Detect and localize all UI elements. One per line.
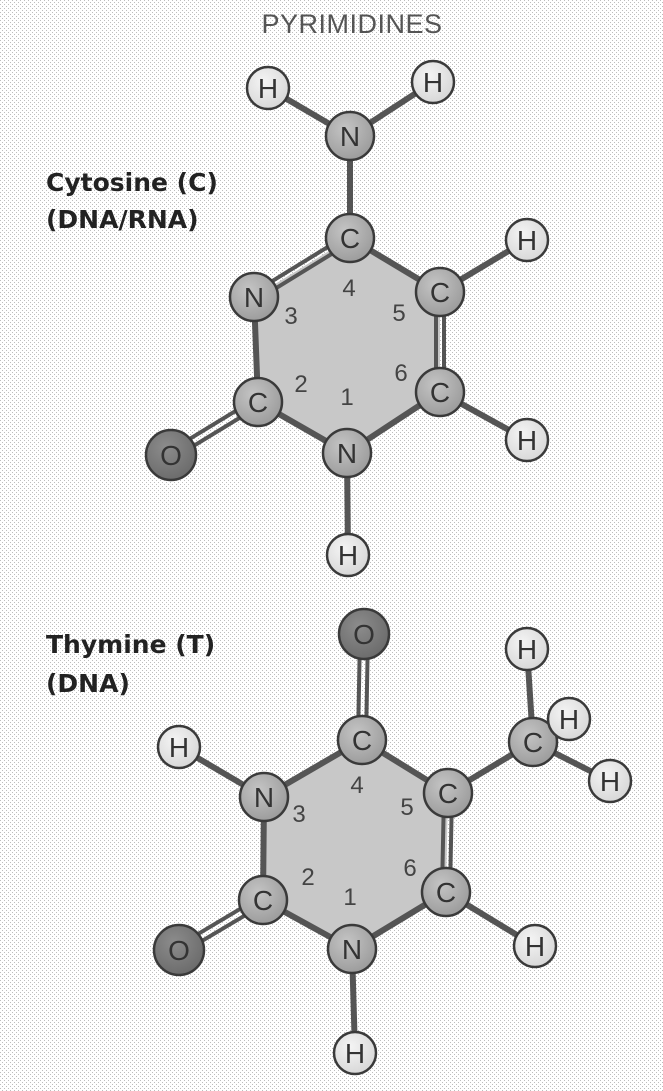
carbon-atom-C5: C [414, 266, 466, 318]
atom-symbol: H [525, 931, 545, 962]
hydrogen-atom-H_methyl_mid: H [546, 696, 592, 742]
atom-symbol: N [244, 282, 264, 313]
oxygen-atom-O2: O [152, 923, 206, 977]
atom-symbol: O [160, 440, 182, 471]
atom-symbol: H [423, 67, 443, 98]
nitrogen-atom-N1: N [326, 923, 378, 975]
hydrogen-atom-H6: H [504, 417, 550, 463]
atom-symbol: C [436, 877, 456, 908]
ring-position-6: 6 [403, 855, 416, 882]
ring-fill [263, 740, 448, 949]
atom-symbol: N [342, 934, 362, 965]
atom-symbol: N [340, 121, 360, 152]
carbon-atom-C2: C [237, 874, 289, 926]
ring-position-1: 1 [340, 384, 353, 411]
ring-position-3: 3 [284, 303, 297, 330]
ring-position-6: 6 [394, 360, 407, 387]
ring-fill [254, 238, 440, 453]
carbon-atom-C5: C [422, 767, 474, 819]
ring-position-1: 1 [343, 884, 356, 911]
carbon-atom-C6: C [420, 866, 472, 918]
atom-symbol: C [352, 725, 372, 756]
hydrogen-atom-H_methyl_top: H [504, 626, 550, 672]
hydrogen-atom-H5: H [504, 217, 550, 263]
atom-symbol: N [254, 782, 274, 813]
oxygen-atom-O4: O [337, 607, 391, 661]
hydrogen-atom-H3: H [156, 724, 202, 770]
carbon-atom-C2: C [232, 376, 284, 428]
ring-position-5: 5 [400, 794, 413, 821]
oxygen-atom-O2: O [144, 428, 198, 482]
atom-symbol: H [517, 225, 537, 256]
atom-symbol: C [253, 885, 273, 916]
atom-symbol: C [438, 778, 458, 809]
nitrogen-atom-N3: N [238, 771, 290, 823]
hydrogen-atom-H_amine_right: H [410, 59, 456, 105]
carbon-atom-C_methyl: C [507, 716, 559, 768]
cytosine-usage: (DNA/RNA) [46, 205, 199, 234]
atom-symbol: H [517, 425, 537, 456]
carbon-atom-C4: C [324, 212, 376, 264]
atom-symbol: C [430, 377, 450, 408]
atom-symbol: O [168, 935, 190, 966]
atom-symbol: H [600, 766, 620, 797]
nitrogen-atom-N1: N [321, 427, 373, 479]
ring-position-2: 2 [294, 371, 307, 398]
atom-symbol: C [248, 387, 268, 418]
atom-symbol: C [430, 277, 450, 308]
atom-symbol: H [169, 732, 189, 763]
atom-symbol: H [559, 704, 579, 735]
atom-symbol: H [258, 73, 278, 104]
ring-position-4: 4 [342, 275, 355, 302]
hydrogen-atom-H_methyl_right: H [587, 758, 633, 804]
atom-symbol: O [353, 619, 375, 650]
atom-symbol: H [345, 1038, 365, 1069]
hydrogen-atom-H6: H [512, 923, 558, 969]
hydrogen-atom-H1: H [325, 532, 371, 578]
carbon-atom-C4: C [336, 714, 388, 766]
cytosine-name: Cytosine (C) [46, 168, 218, 197]
nitrogen-atom-N3: N [228, 271, 280, 323]
thymine-name: Thymine (T) [46, 630, 215, 659]
thymine-usage: (DNA) [46, 669, 130, 698]
nitrogen-atom-N_amine: N [324, 110, 376, 162]
ring-position-4: 4 [350, 772, 363, 799]
hydrogen-atom-H_amine_left: H [245, 65, 291, 111]
atom-symbol: H [338, 540, 358, 571]
ring-position-3: 3 [292, 801, 305, 828]
atom-symbol: N [337, 438, 357, 469]
atom-symbol: C [523, 727, 543, 758]
ring-position-2: 2 [301, 864, 314, 891]
atom-symbol: C [340, 223, 360, 254]
diagram-heading: PYRIMIDINES [261, 9, 442, 39]
hydrogen-atom-H1: H [332, 1030, 378, 1076]
carbon-atom-C6: C [414, 366, 466, 418]
ring-position-5: 5 [392, 300, 405, 327]
atom-symbol: H [517, 634, 537, 665]
